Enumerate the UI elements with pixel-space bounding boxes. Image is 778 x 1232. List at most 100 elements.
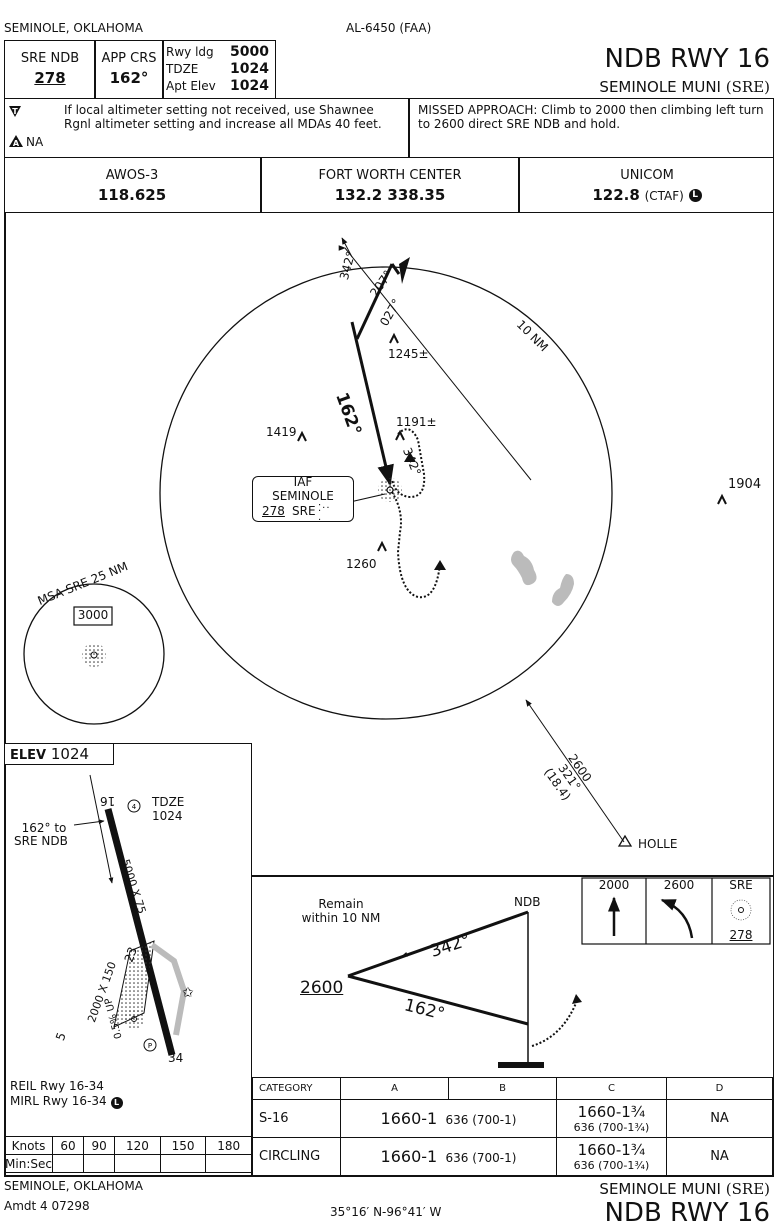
- minima-header-a: A: [340, 1077, 449, 1100]
- final-course: [350, 321, 394, 487]
- procedure-title: NDB RWY 16: [604, 44, 770, 74]
- altimeter-note: If local altimeter setting not received,…: [64, 103, 382, 131]
- airport-id: (SRE): [725, 78, 770, 96]
- minima-header-cat: CATEGORY: [252, 1077, 341, 1100]
- runway-16-34: [104, 808, 176, 1056]
- app-crs: 162°: [109, 69, 149, 87]
- elev-value: 1024: [50, 745, 90, 763]
- minima-c-circling: 1660-1¾ 636 (700-1¾): [556, 1137, 667, 1176]
- minima-d-s16: NA: [666, 1099, 773, 1138]
- icon-alt-2000: 2000: [598, 878, 630, 892]
- minima-cat-circling: CIRCLING: [252, 1137, 341, 1176]
- lake: [552, 574, 574, 606]
- feeder-line: [344, 247, 532, 481]
- divider: [518, 157, 520, 213]
- feeder-route: [525, 699, 625, 843]
- profile-alt: 2600: [300, 978, 344, 998]
- minima-c-main: 1660-1¾: [577, 1141, 646, 1159]
- comms-row: [4, 157, 774, 213]
- ndb-symbol: [378, 478, 402, 502]
- taxiway: [150, 942, 188, 1036]
- minima-ab-sub: 636 (700-1): [445, 1151, 517, 1165]
- comm-unicom-ctaf: (CTAF): [644, 189, 684, 203]
- inbound-leg: [347, 974, 529, 1026]
- airport-name: SEMINOLE MUNI: [599, 78, 721, 96]
- papi-icon: [143, 1038, 157, 1052]
- missed-approach-text: MISSED APPROACH: Climb to 2000 then clim…: [418, 103, 764, 131]
- icon-freq: 278: [729, 928, 753, 942]
- planview: [23, 237, 727, 847]
- divider: [408, 98, 410, 158]
- icon-alt-2600: 2600: [663, 878, 695, 892]
- minima-ab-s16: 1660-1 636 (700-1): [340, 1099, 557, 1138]
- obstacle-1904: 1904: [728, 477, 762, 492]
- comm-unicom-freq: 122.8: [592, 186, 640, 204]
- iaf-box: [252, 476, 354, 522]
- divider: [94, 40, 96, 99]
- mirl-line: MIRL Rwy 16-34 L: [10, 1094, 123, 1109]
- tdze-value: 1024: [152, 809, 183, 823]
- runway-bar: [498, 1062, 544, 1068]
- iaf-label: IAF: [293, 475, 313, 489]
- crs-note-2: SRE NDB: [14, 834, 68, 848]
- holle-fix-icon: [617, 834, 633, 847]
- speed-60: 60: [51, 1136, 85, 1155]
- footer-airport-id: (SRE): [725, 1180, 770, 1198]
- profile-view: [347, 877, 771, 1068]
- frame-left: [4, 212, 6, 1176]
- chart-id: AL-6450 (FAA): [346, 21, 432, 35]
- obstacle-1260: 1260: [346, 557, 377, 571]
- left-turn-icon: [660, 898, 694, 939]
- frame-right: [772, 212, 774, 1176]
- remain-2: within 10 NM: [301, 911, 381, 925]
- speed-90: 90: [83, 1136, 116, 1155]
- minima-ab-main: 1660-1: [380, 1109, 438, 1128]
- ten-nm-ring: [159, 266, 613, 720]
- runway-5-23: [113, 940, 155, 1028]
- footer-procedure: NDB RWY 16: [604, 1198, 770, 1228]
- minima-header-d: D: [666, 1077, 773, 1100]
- footer-amendment: Amdt 4 07298: [4, 1199, 90, 1213]
- obstacle-icon: [717, 493, 727, 505]
- papi-icon: [127, 799, 141, 813]
- divider: [162, 40, 164, 99]
- nonstandard-alternate-icon: T: [9, 106, 21, 117]
- footer-coords: 35°16′ N-96°41′ W: [330, 1205, 442, 1219]
- comm-awos-name: AWOS-3: [105, 168, 159, 183]
- lighting-icon: L: [688, 189, 702, 202]
- comm-awos-freq: 118.625: [97, 186, 167, 204]
- minima-ab-main: 1660-1: [380, 1147, 438, 1166]
- minima-ab-circling: 1660-1 636 (700-1): [340, 1137, 557, 1176]
- msa-circle: [23, 583, 165, 725]
- divider: [260, 157, 262, 213]
- comm-center-freq: 132.2 338.35: [334, 186, 446, 204]
- speed-table: Knots 60 90 120 150 180 Min:Sec: [4, 1136, 252, 1173]
- mirl-note: MIRL Rwy 16-34: [10, 1094, 107, 1108]
- nav-label: SRE NDB: [20, 51, 80, 66]
- obstacle-1191: 1191±: [396, 415, 437, 429]
- obstacle-icon: [395, 429, 405, 441]
- footer-airport-line: SEMINOLE MUNI (SRE): [599, 1180, 770, 1198]
- minima-header-c: C: [556, 1077, 667, 1100]
- apt-elev: 1024: [230, 78, 269, 94]
- comm-unicom-line: 122.8 (CTAF) L: [520, 186, 774, 204]
- comm-center-name: FORT WORTH CENTER: [318, 168, 462, 183]
- svg-text:4: 4: [132, 803, 137, 811]
- minima-c-sub: 636 (700-1¾): [573, 1121, 650, 1134]
- icon-sre: SRE: [729, 878, 753, 892]
- remain-1: Remain: [318, 897, 364, 911]
- obstacle-icon: [377, 540, 387, 552]
- minima-c-main: 1660-1¾: [577, 1103, 646, 1121]
- obstacle-1419: 1419: [266, 425, 297, 439]
- comm-unicom-name: UNICOM: [620, 168, 674, 183]
- profile-top: [251, 875, 773, 877]
- svg-text:T: T: [12, 107, 18, 116]
- speed-120: 120: [114, 1136, 161, 1155]
- msa-alt: 3000: [77, 608, 109, 622]
- minsec-label: Min:Sec: [4, 1154, 53, 1173]
- rwy-ldg: 5000: [230, 44, 269, 60]
- iaf-id: SRE: [292, 504, 316, 518]
- minima-c-s16: 1660-1¾ 636 (700-1¾): [556, 1099, 667, 1138]
- minima-table: CATEGORY A B C D S-16 1660-1 636 (700-1)…: [252, 1077, 773, 1176]
- fix-holle: HOLLE: [638, 837, 678, 851]
